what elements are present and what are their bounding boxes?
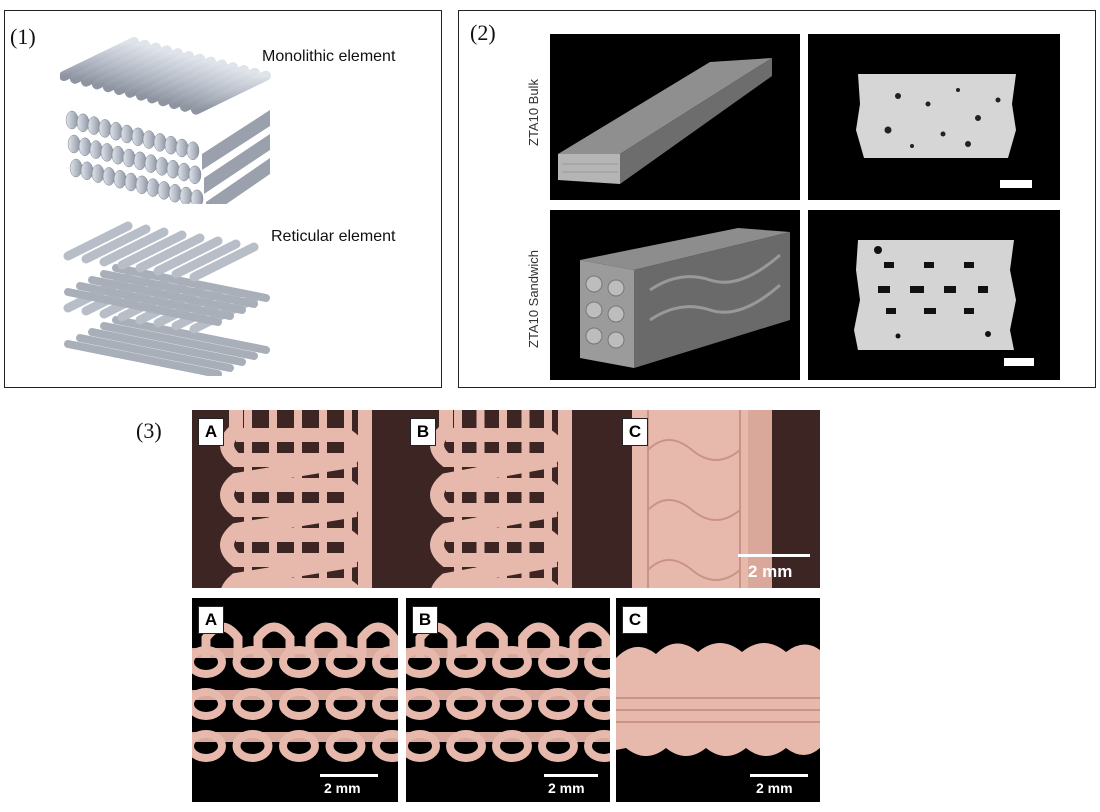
bottom-c-scale-label: 2 mm: [756, 780, 793, 796]
top-tag-a: A: [198, 418, 224, 446]
side-view-a-image: A 2 mm: [192, 598, 398, 802]
bottom-a-scale-bar: [320, 774, 378, 777]
bottom-tag-b: B: [412, 606, 438, 634]
side-view-c-image: C 2 mm: [616, 598, 820, 802]
bottom-a-scale-label: 2 mm: [324, 780, 361, 796]
bottom-b-scale-label: 2 mm: [548, 780, 585, 796]
side-view-b-image: B 2 mm: [406, 598, 610, 802]
sandwich-3d-image: [550, 210, 800, 380]
sandwich-cross-section-image: [808, 210, 1060, 380]
reticular-element-illustration: [63, 221, 270, 376]
top-tag-b: B: [410, 418, 436, 446]
monolithic-element-illustration: [60, 37, 271, 204]
bottom-tag-a: A: [198, 606, 224, 634]
panel-1-label: (1): [10, 24, 36, 49]
panel-2-label: (2): [470, 20, 496, 45]
bottom-c-scale-bar: [750, 774, 808, 777]
row-label-bulk: ZTA10 Bulk: [526, 79, 541, 146]
panel-3-label: (3): [136, 418, 162, 443]
row-label-sandwich: ZTA10 Sandwich: [526, 249, 541, 348]
bulk-3d-image: [550, 34, 800, 200]
bottom-b-scale-bar: [544, 774, 598, 777]
top-scale-bar: [738, 554, 810, 557]
monolithic-caption: Monolithic element: [262, 48, 396, 65]
top-tag-c: C: [622, 418, 648, 446]
top-scale-label: 2 mm: [748, 562, 793, 581]
top-view-image: A B C 2 mm: [192, 410, 820, 588]
bulk-cross-section-image: [808, 34, 1060, 200]
reticular-caption: Reticular element: [271, 228, 396, 245]
bottom-tag-c: C: [622, 606, 648, 634]
